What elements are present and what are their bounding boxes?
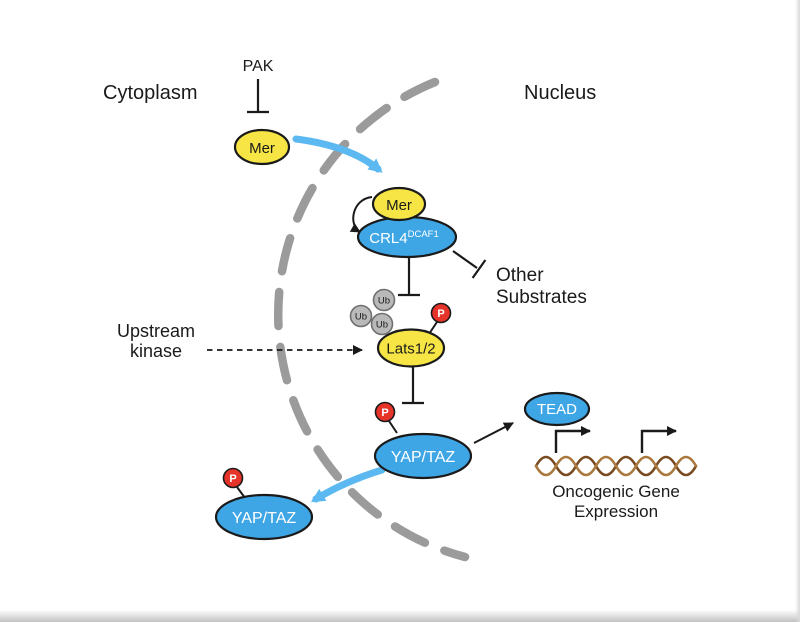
upstream-kinase-label-line2: kinase <box>130 341 182 361</box>
yap-cytoplasmic-ellipse <box>214 493 314 541</box>
tead-ellipse <box>523 391 591 427</box>
ubiquitin-badge <box>349 304 373 328</box>
lats-node: Lats1/2 Ub Ub Ub P <box>349 288 452 368</box>
yap-cytoplasmic-node: YAP/TAZ P <box>214 467 314 541</box>
crl4-label: CRL4DCAF1 <box>369 229 439 247</box>
crl4-substrates-inhibition <box>452 250 487 279</box>
lats-yap-inhibition <box>402 367 424 405</box>
mer-nucleus-ellipse <box>371 186 427 222</box>
tead-label: TEAD <box>537 401 577 418</box>
yap-tead-arrow <box>473 422 514 444</box>
ubiquitin-badge <box>370 312 394 336</box>
oncogenic-label-line1: Oncogenic Gene <box>552 482 680 501</box>
crl4-label-superscript: DCAF1 <box>408 229 439 240</box>
yap-nuclear-phospho-stick <box>388 420 398 434</box>
other-substrates-label-line2: Substrates <box>496 287 587 308</box>
mer-nuclear-import-arrow <box>292 135 383 173</box>
mer-crl4-complex: Mer CRL4DCAF1 <box>349 186 458 259</box>
nucleus-label: Nucleus <box>524 82 596 104</box>
crl4-lats-inhibition <box>398 258 420 297</box>
transcription-start-arrow <box>640 426 677 453</box>
yap-nuclear-ellipse <box>373 432 473 480</box>
pak-label: PAK <box>243 58 274 75</box>
transcription-start-arrow <box>554 426 591 453</box>
page-right-edge-shadow <box>795 0 800 622</box>
tead-node: TEAD <box>523 391 591 427</box>
dna-strand-2 <box>534 455 698 477</box>
phospho-badge <box>374 401 396 423</box>
lats-label: Lats1/2 <box>386 341 435 358</box>
other-substrates-label-line1: Other <box>496 265 544 286</box>
yap-nuclear-label: YAP/TAZ <box>391 449 456 466</box>
mer-nucleus-label: Mer <box>386 197 412 214</box>
ubiquitin-badge-label: Ub <box>378 296 390 307</box>
mer-cytoplasm-ellipse <box>233 128 291 166</box>
mer-crl4-feedback-arrow <box>349 196 373 233</box>
cytoplasm-label: Cytoplasm <box>103 82 197 104</box>
mer-cytoplasm-node: Mer <box>233 128 291 166</box>
crl4-label-base: CRL4 <box>369 230 407 247</box>
phospho-badge-label: P <box>381 407 388 419</box>
dna-helix <box>534 455 698 477</box>
nuclear-envelope <box>273 77 470 562</box>
yap-nuclear-node: YAP/TAZ P <box>373 401 473 480</box>
mer-cytoplasm-label: Mer <box>249 140 275 157</box>
phospho-badge-label: P <box>437 308 444 320</box>
phospho-badge <box>430 302 452 324</box>
lats-ellipse <box>376 328 446 368</box>
pak-mer-inhibition <box>247 79 269 114</box>
ubiquitin-badge-label: Ub <box>376 320 388 331</box>
oncogenic-label-line2: Expression <box>574 502 658 521</box>
yap-cytoplasmic-label: YAP/TAZ <box>232 510 297 527</box>
yap-nuclear-export-arrow <box>310 466 386 503</box>
ubiquitin-badge <box>372 288 396 312</box>
phospho-badge <box>222 467 244 489</box>
upstream-kinase-label-line1: Upstream <box>117 321 195 341</box>
ubiquitin-badge-label: Ub <box>355 312 367 323</box>
phospho-badge-label: P <box>229 473 236 485</box>
page-bottom-edge-shadow <box>0 610 800 622</box>
